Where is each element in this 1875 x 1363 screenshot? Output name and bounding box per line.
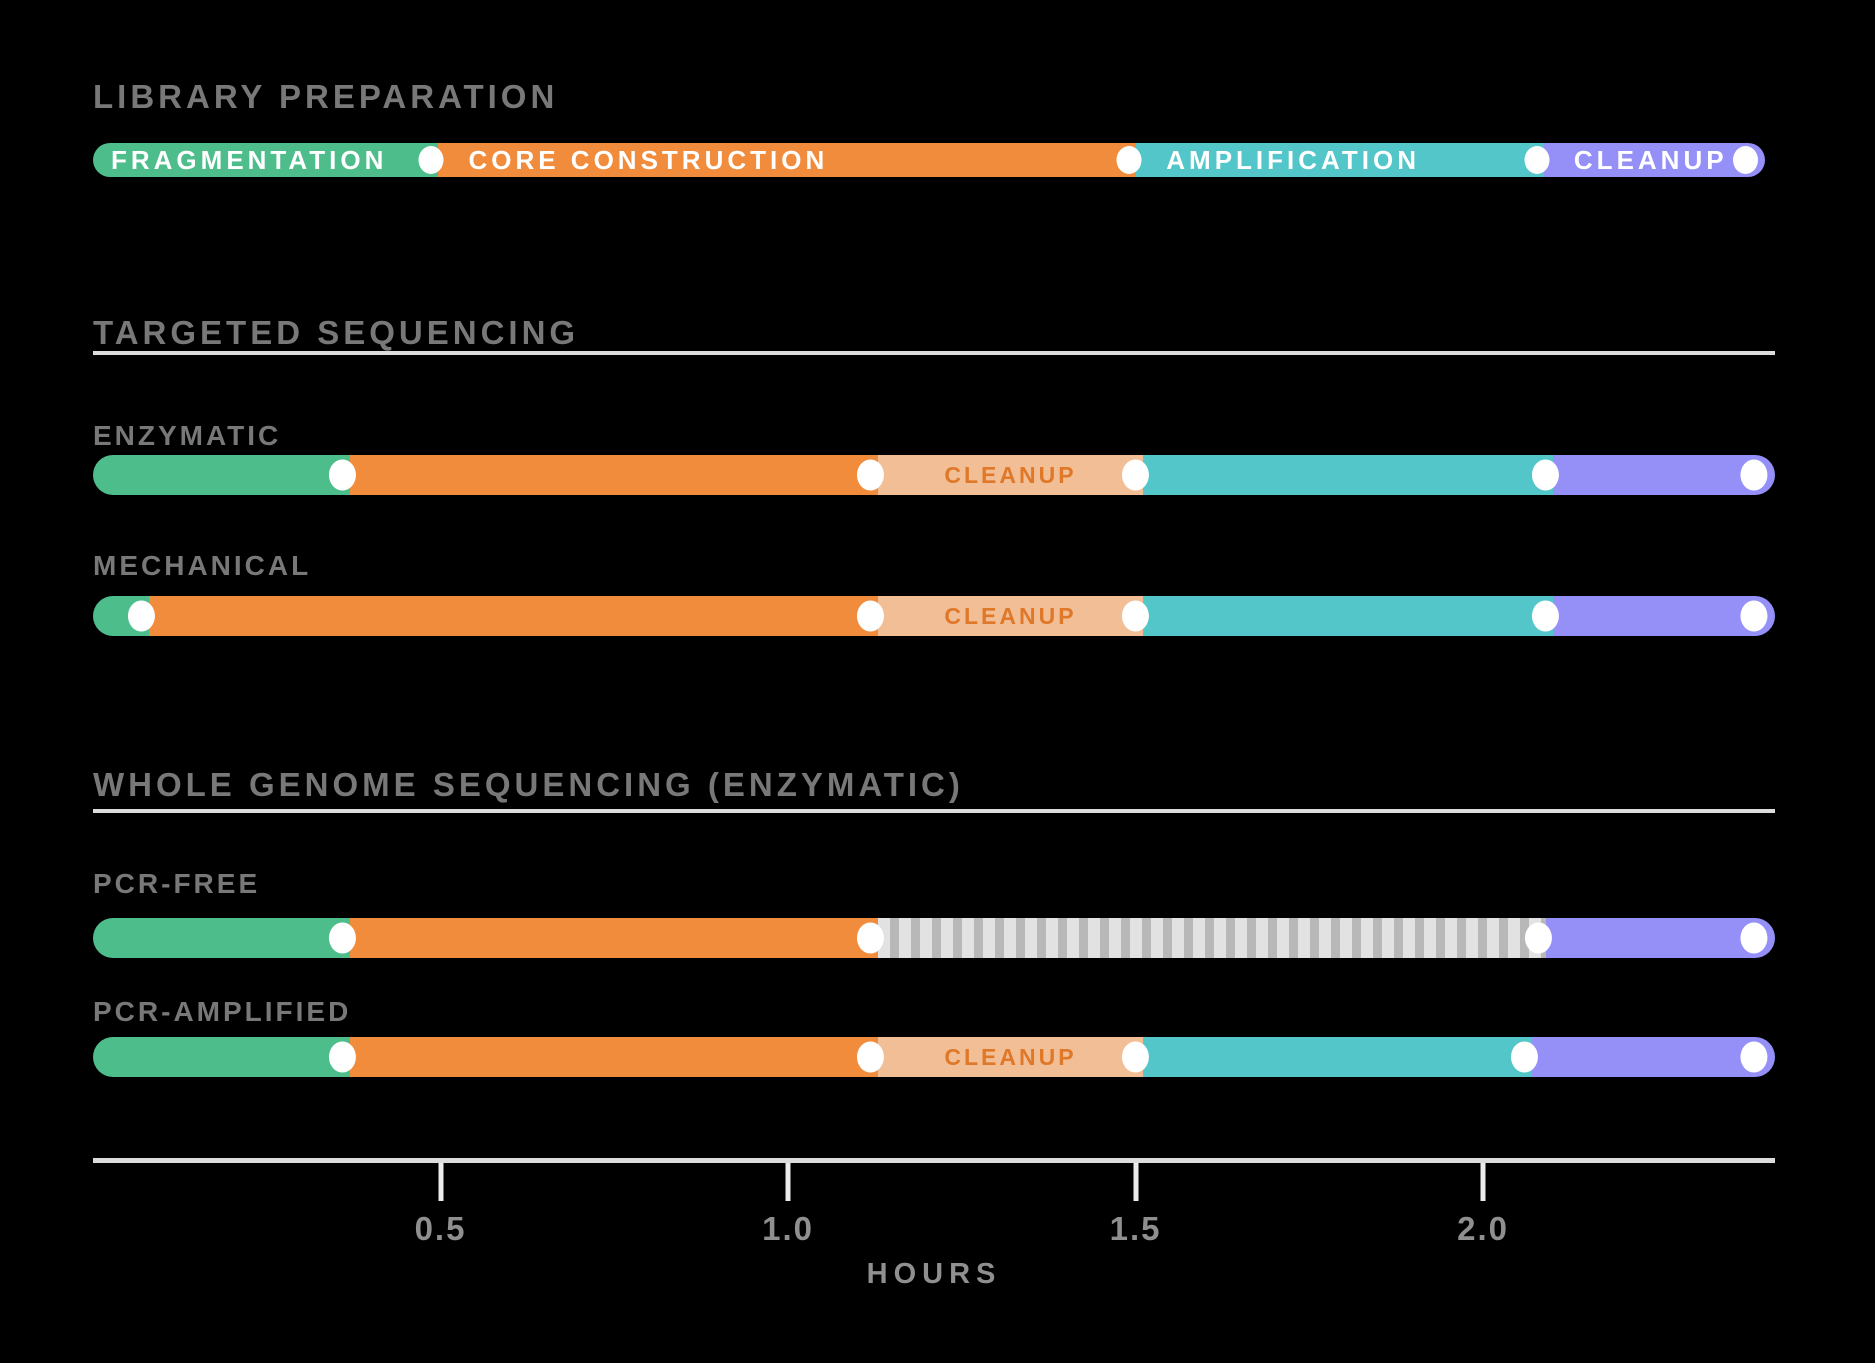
segment-label: AMPLIFICATION <box>1166 144 1420 175</box>
step-dot <box>857 600 885 632</box>
segment-core-construction <box>350 1037 879 1077</box>
section-divider <box>93 351 1775 355</box>
segment-label: CORE CONSTRUCTION <box>468 144 829 175</box>
segment-core-construction: CORE CONSTRUCTION <box>438 143 1137 177</box>
section-heading-targeted-sequencing: TARGETED SEQUENCING <box>93 314 580 351</box>
segment-cleanup-mid: CLEANUP <box>878 596 1143 636</box>
segment-label: CLEANUP <box>1573 144 1728 175</box>
timeline-bar-pcr-amplified: CLEANUP <box>93 1037 1775 1077</box>
step-dot <box>329 459 357 491</box>
step-dot <box>1531 600 1559 632</box>
segment-core-construction <box>350 455 879 495</box>
segment-cleanup: CLEANUP <box>1543 143 1765 177</box>
segment-fragmentation <box>93 918 351 958</box>
segment-cleanup <box>1552 455 1775 495</box>
step-dot <box>1524 146 1550 174</box>
row-label-mechanical: MECHANICAL <box>93 550 312 581</box>
row-label-enzymatic: ENZYMATIC <box>93 420 282 451</box>
end-dot <box>1740 459 1768 491</box>
segment-core-construction <box>350 918 879 958</box>
segment-amplification <box>1142 1037 1532 1077</box>
end-dot <box>1740 1041 1768 1073</box>
segment-fragmentation <box>93 455 351 495</box>
step-dot <box>1510 1041 1538 1073</box>
step-dot <box>1531 459 1559 491</box>
step-dot <box>1121 459 1149 491</box>
segment-label: CLEANUP <box>944 461 1077 488</box>
segment-cleanup <box>1531 1037 1775 1077</box>
row-label-pcr-amplified: PCR-AMPLIFIED <box>93 996 352 1027</box>
tick-label: 0.5 <box>414 1210 467 1247</box>
x-axis-line <box>93 1158 1775 1163</box>
tick-mark <box>438 1163 444 1201</box>
tick-mark <box>1133 1163 1139 1201</box>
timeline-bar-enzymatic: CLEANUP <box>93 455 1775 495</box>
x-axis-title: HOURS <box>866 1258 1002 1290</box>
segment-cleanup-mid: CLEANUP <box>878 455 1143 495</box>
tick-mark <box>785 1163 791 1201</box>
step-dot <box>1121 1041 1149 1073</box>
x-axis: HOURS 0.5 1.0 1.5 2.0 <box>93 1158 1775 1318</box>
section-heading-whole-genome-sequencing: WHOLE GENOME SEQUENCING (ENZYMATIC) <box>93 766 964 803</box>
tick-label: 1.5 <box>1109 1210 1162 1247</box>
legend-steps-bar: FRAGMENTATION CORE CONSTRUCTION AMPLIFICAT… <box>93 143 1765 177</box>
segment-skipped-amplification <box>878 918 1546 958</box>
timeline-bar-pcr-free <box>93 918 1775 958</box>
segment-label: CLEANUP <box>944 1043 1077 1070</box>
step-dot <box>329 922 357 954</box>
end-dot <box>1733 146 1758 174</box>
segment-core-construction <box>148 596 879 636</box>
section-divider <box>93 809 1775 813</box>
segment-amplification <box>1142 596 1553 636</box>
end-dot <box>1740 600 1768 632</box>
step-dot <box>857 1041 885 1073</box>
step-dot <box>1116 146 1142 174</box>
segment-cleanup <box>1552 596 1775 636</box>
segment-fragmentation <box>93 1037 351 1077</box>
segment-amplification: AMPLIFICATION <box>1136 143 1544 177</box>
segment-fragmentation: FRAGMENTATION <box>93 143 439 177</box>
tick-mark <box>1480 1163 1486 1201</box>
segment-label: CLEANUP <box>944 602 1077 629</box>
step-dot <box>1121 600 1149 632</box>
step-dot <box>329 1041 357 1073</box>
segment-cleanup-mid: CLEANUP <box>878 1037 1143 1077</box>
tick-label: 2.0 <box>1457 1210 1510 1247</box>
step-dot <box>127 600 155 632</box>
step-dot <box>857 922 885 954</box>
step-dot <box>857 459 885 491</box>
segment-amplification <box>1142 455 1553 495</box>
tick-label: 1.0 <box>762 1210 814 1247</box>
step-dot <box>418 146 444 174</box>
step-dot <box>1524 922 1552 954</box>
end-dot <box>1740 922 1768 954</box>
page-title: LIBRARY PREPARATION <box>93 78 559 115</box>
row-label-pcr-free: PCR-FREE <box>93 868 261 899</box>
segment-label: FRAGMENTATION <box>111 144 388 175</box>
timeline-bar-mechanical: CLEANUP <box>93 596 1775 636</box>
segment-cleanup <box>1545 918 1775 958</box>
